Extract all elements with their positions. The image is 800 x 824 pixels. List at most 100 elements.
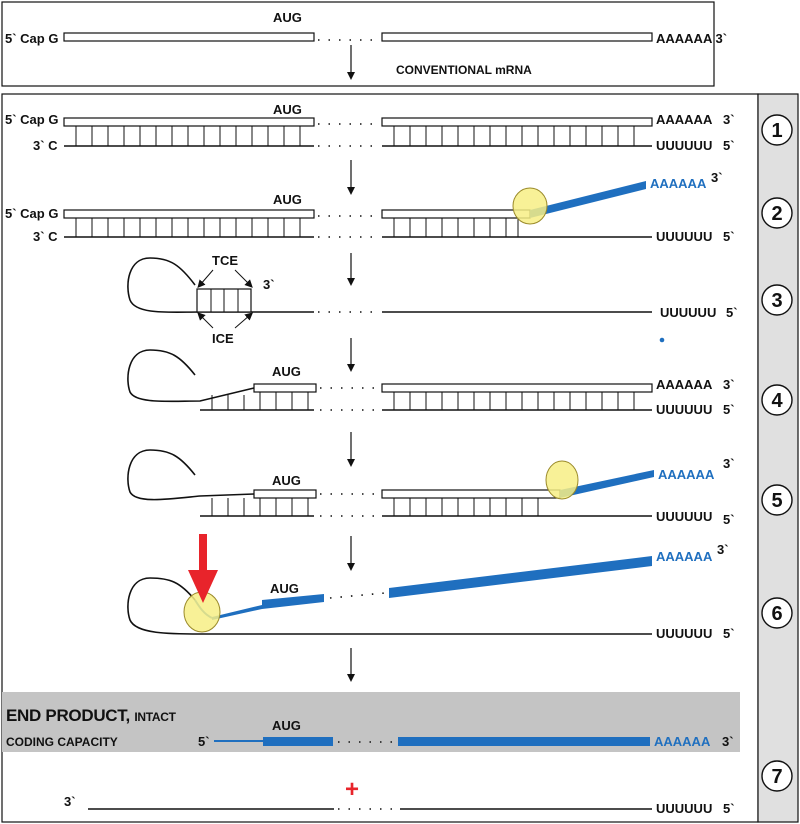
- mrna-strand-left: [63, 32, 315, 42]
- three-prime-c-label: 3` C: [33, 138, 58, 153]
- sense-strand-right: [381, 383, 653, 393]
- end-product-title: END PRODUCT, INTACT: [6, 706, 177, 725]
- helicase-enzyme: [512, 187, 548, 225]
- end-product-panel: END PRODUCT, INTACT CODING CAPACITY 5` A…: [2, 692, 740, 752]
- sense-strand-left: [63, 209, 315, 219]
- five-prime-label: 5`: [726, 305, 738, 320]
- antisense-strand-with-loop: [127, 577, 652, 635]
- poly-a-label: AAAAAA: [650, 176, 707, 191]
- step-3-hairpin: TCE 3` ICE UUUUUU 5`: [127, 253, 738, 372]
- poly-u-label: UUUUUU: [656, 402, 712, 417]
- base-pair-rungs: [211, 498, 539, 516]
- step-numbers: 1 2 3 4 5 6 7: [761, 114, 793, 792]
- poly-a-label: AAAAAA: [654, 734, 711, 749]
- base-pair-rungs: [75, 126, 635, 146]
- sense-strand-right: [381, 489, 561, 499]
- step-number-1: 1: [771, 120, 782, 142]
- aug-label: AUG: [273, 10, 302, 25]
- aug-label: AUG: [272, 364, 301, 379]
- aug-label: AUG: [273, 102, 302, 117]
- hairpin-loop: [127, 257, 314, 314]
- aug-label: AUG: [273, 192, 302, 207]
- blue-aug-segment: [262, 594, 324, 609]
- step-number-5: 5: [771, 490, 782, 512]
- blue-coding-strand: [398, 737, 650, 746]
- step-4-reannealing: AUG AAAAAA 3` UUUUUU 5`: [127, 349, 735, 467]
- hairpin-loop: [127, 449, 255, 501]
- cleavage-arrow-head: [188, 570, 218, 603]
- base-pair-rungs: [75, 218, 519, 237]
- cleavage-arrow-shaft: [199, 534, 207, 574]
- aug-label: AUG: [270, 581, 299, 596]
- hairpin-loop: [127, 349, 255, 403]
- displaced-blue-strand: [560, 470, 654, 498]
- five-prime-label: 5`: [723, 138, 735, 153]
- three-prime-c-label: 3` C: [33, 229, 58, 244]
- poly-u-label: UUUUUU: [656, 138, 712, 153]
- three-prime-label: 3`: [723, 456, 735, 471]
- five-prime-label: 5`: [723, 626, 735, 641]
- three-prime-label: 3`: [717, 542, 729, 557]
- step-number-4: 4: [771, 390, 783, 412]
- poly-a-label: AAAAAA: [656, 112, 713, 127]
- five-prime-label: 5`: [723, 229, 735, 244]
- five-prime-cap-label: 5` Cap G: [5, 206, 58, 221]
- five-prime-label: 5`: [723, 402, 735, 417]
- step-number-3: 3: [771, 290, 782, 312]
- poly-u-label: UUUUUU: [660, 305, 716, 320]
- displaced-blue-strand: [530, 181, 646, 218]
- three-prime-label: 3`: [723, 377, 735, 392]
- conventional-mrna-caption: CONVENTIONAL mRNA: [396, 63, 532, 77]
- conventional-mrna-panel: 5` Cap G AUG AAAAAA 3` CONVENTIONAL mRNA: [1, 1, 727, 87]
- tce-label: TCE: [212, 253, 238, 268]
- three-prime-label: 3`: [263, 277, 275, 292]
- poly-u-label: UUUUUU: [656, 229, 712, 244]
- sense-strand-left: [253, 383, 317, 393]
- five-prime-label: 5`: [198, 734, 210, 749]
- ice-arrow-right: [234, 312, 254, 329]
- step-5-second-unwinding: AUG AAAAAA 3` UUUUUU 5`: [127, 449, 735, 571]
- sense-strand-left: [253, 489, 317, 499]
- step-1-duplex: 5` Cap G 3` C AUG AAAAAA 3` UUUUUU 5`: [5, 102, 735, 195]
- sense-strand-right: [381, 209, 531, 219]
- five-prime-cap-label: 5` Cap G: [5, 31, 58, 46]
- base-pair-rungs: [211, 392, 635, 410]
- poly-a-label: AAAAAA: [656, 549, 713, 564]
- blue-dot: [659, 337, 665, 343]
- step-2-unwinding: 5` Cap G 3` C AUG AAAAAA 3` UUUUUU 5`: [5, 170, 735, 286]
- sense-strand-left: [63, 117, 315, 127]
- blue-coding-strand: [389, 556, 652, 598]
- ice-arrow-left: [197, 312, 214, 329]
- tce-arrow-right: [234, 269, 253, 288]
- ice-label: ICE: [212, 331, 234, 346]
- five-prime-label: 5`: [723, 512, 735, 527]
- three-prime-label: 3`: [64, 794, 76, 809]
- plus-sign: +: [345, 776, 359, 803]
- end-product-subtitle: CODING CAPACITY: [6, 735, 118, 749]
- poly-a-label: AAAAAA: [656, 377, 713, 392]
- poly-a-label: AAAAAA 3`: [656, 31, 727, 46]
- step-number-6: 6: [771, 603, 782, 625]
- step-6-cleavage: AUG AAAAAA 3` UUUUUU 5`: [127, 534, 735, 682]
- poly-u-label: UUUUUU: [656, 801, 712, 816]
- three-prime-label: 3`: [723, 112, 735, 127]
- base-pair-rungs: [210, 289, 239, 312]
- step-number-2: 2: [771, 203, 782, 225]
- step-7-antisense-released: 3` + UUUUUU 5`: [64, 776, 735, 816]
- poly-u-label: UUUUUU: [656, 509, 712, 524]
- step-number-7: 7: [771, 766, 782, 788]
- blue-aug-segment: [263, 737, 333, 746]
- five-prime-label: 5`: [723, 801, 735, 816]
- mrna-strand-right: [381, 32, 653, 42]
- poly-u-label: UUUUUU: [656, 626, 712, 641]
- three-prime-label: 3`: [711, 170, 723, 185]
- helicase-enzyme: [545, 460, 579, 500]
- five-prime-cap-label: 5` Cap G: [5, 112, 58, 127]
- aug-label: AUG: [272, 473, 301, 488]
- three-prime-label: 3`: [722, 734, 734, 749]
- poly-a-label: AAAAAA: [658, 467, 715, 482]
- blue-thin-strand: [212, 605, 262, 620]
- tce-arrow-left: [197, 269, 214, 289]
- aug-label: AUG: [272, 718, 301, 733]
